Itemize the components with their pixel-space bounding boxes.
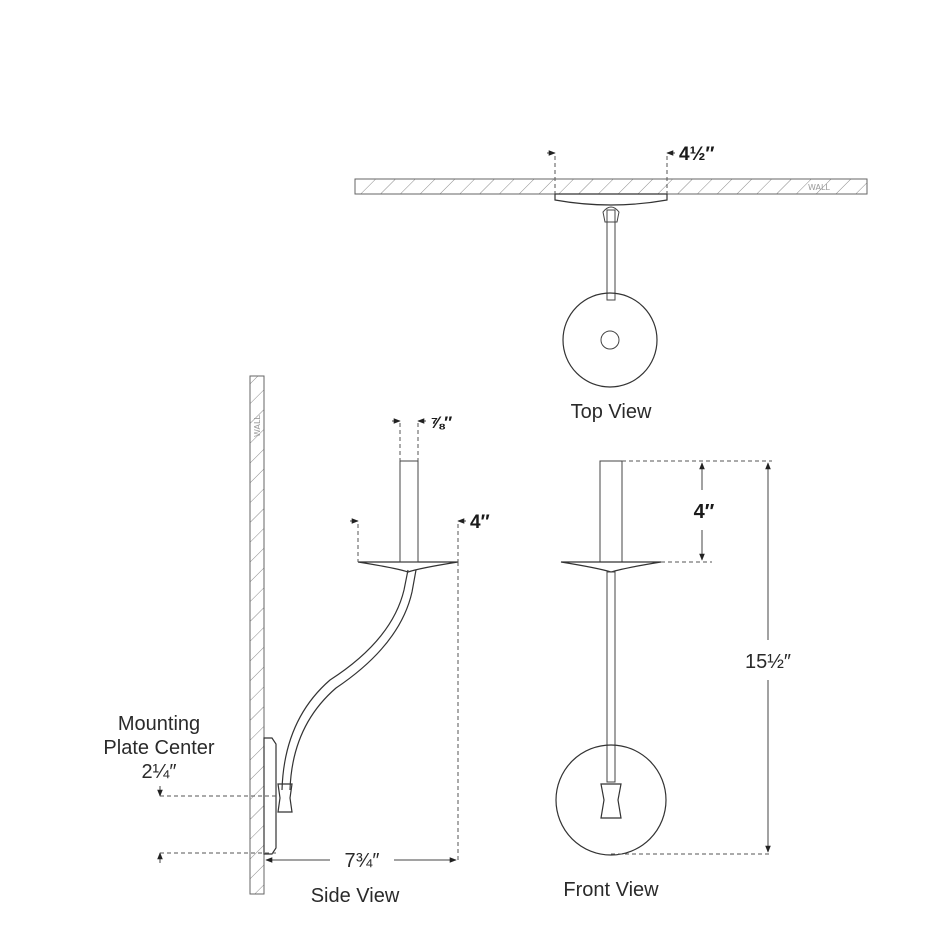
top-canopy	[554, 193, 668, 206]
side-wall	[249, 375, 265, 895]
side-arm	[281, 569, 409, 791]
plate-center-label-2: Plate Center	[103, 737, 215, 759]
side-shade	[357, 561, 459, 573]
front-view-title: Front View	[563, 879, 659, 901]
side-wall-label: WALL	[253, 415, 262, 437]
front-stem	[599, 460, 623, 563]
top-view-title: Top View	[571, 401, 652, 423]
top-view: WALL 4½″ Top View	[354, 144, 868, 423]
front-holder	[600, 783, 622, 819]
front-rod	[606, 571, 616, 783]
side-backplate	[263, 737, 277, 855]
front-view: 4″ 15½″ Front View	[555, 460, 791, 901]
top-wall-label: WALL	[808, 183, 830, 192]
top-shade	[562, 292, 658, 388]
side-stem	[399, 460, 419, 563]
top-shade-center	[600, 330, 620, 350]
front-globe	[555, 744, 667, 856]
top-plate-width-dim: 4½″	[679, 144, 715, 165]
front-overall-height-dim: 15½″	[745, 651, 791, 673]
front-stem-height-dim: 4″	[694, 501, 715, 523]
plate-center-label-1: Mounting	[118, 713, 200, 735]
side-extension-dim: 7¾″	[345, 850, 380, 872]
side-stem-width-dim: ⅞″	[430, 413, 452, 432]
top-stem	[606, 209, 616, 301]
plate-center-value: 2¼″	[142, 761, 177, 783]
side-shade-width-dim: 4″	[470, 512, 490, 533]
top-socket	[602, 206, 620, 223]
front-shade-edge	[560, 561, 662, 573]
side-view-title: Side View	[311, 885, 400, 907]
top-wall	[354, 178, 868, 195]
side-holder	[277, 783, 293, 813]
side-view: WALL ⅞″ 4″ Mounting Plate Center 2¼	[103, 375, 490, 907]
